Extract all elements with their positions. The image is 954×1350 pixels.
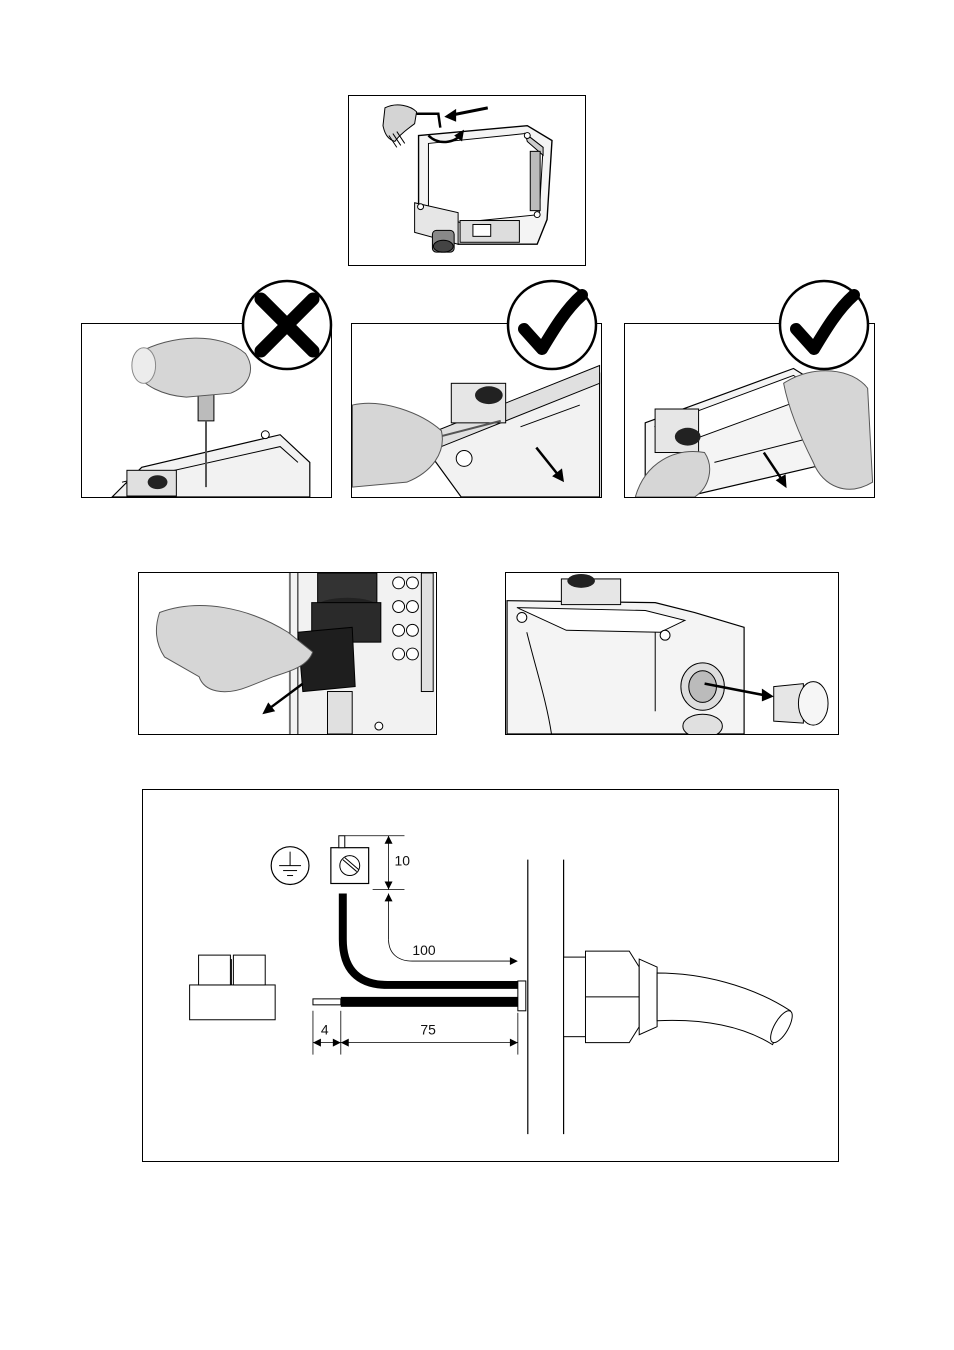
remove-terminal-block-figure — [138, 572, 437, 735]
dim-bend-label: 100 — [412, 942, 435, 958]
check-mark-icon — [506, 279, 598, 371]
dim-strip-top-label: 10 — [395, 853, 411, 869]
dim-core-length-label: 75 — [420, 1022, 436, 1038]
remove-terminal-block-drawing — [139, 573, 436, 734]
remove-blanking-plug-drawing — [506, 573, 838, 734]
check-mark-icon — [778, 279, 870, 371]
wiring-dimension-drawing: 10 100 4 75 — [143, 790, 838, 1161]
cover-unscrew-figure — [348, 95, 586, 266]
cover-unscrew-drawing — [349, 96, 585, 265]
earth-ground-icon — [271, 847, 309, 885]
wiring-dimension-diagram: 10 100 4 75 — [142, 789, 839, 1162]
x-mark-icon — [241, 279, 333, 371]
remove-blanking-plug-figure — [505, 572, 839, 735]
dim-strip-end-label: 4 — [321, 1022, 329, 1038]
